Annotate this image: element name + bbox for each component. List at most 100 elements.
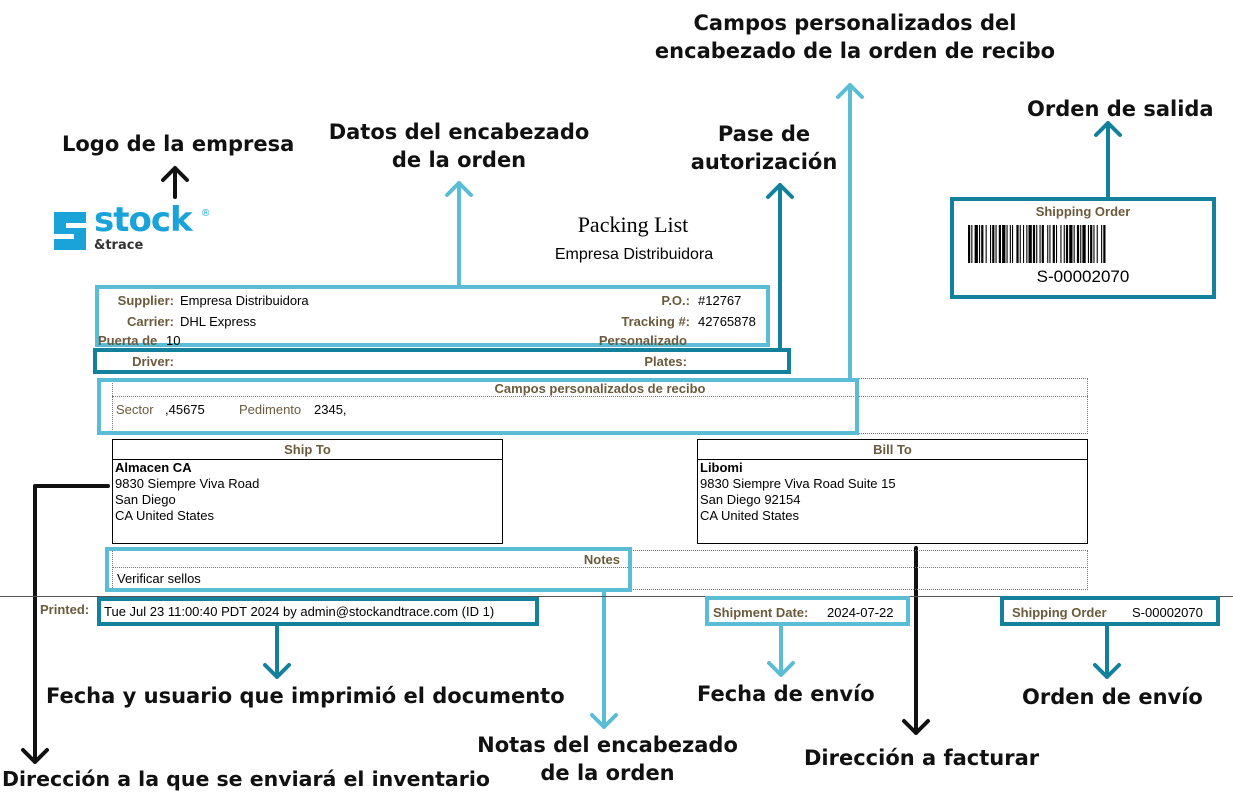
barcode-bar <box>979 225 981 263</box>
barcode-number: S-00002070 <box>1036 267 1130 286</box>
barcode-bar <box>1073 225 1075 263</box>
shipment-date-value: 2024-07-22 <box>827 605 894 620</box>
barcode-bar <box>1090 225 1093 263</box>
barcode-bar <box>1080 225 1082 263</box>
barcode-bar <box>1093 225 1095 263</box>
barcode-bar <box>1076 225 1080 263</box>
barcode-bar <box>1039 225 1041 263</box>
barcode-bar <box>1056 225 1058 263</box>
ship-to-line3: CA United States <box>115 508 214 523</box>
printed-box: Tue Jul 23 11:00:40 PDT 2024 by admin@st… <box>97 597 539 626</box>
ship-to-title: Ship To <box>113 440 502 460</box>
receipt-fields-title: Campos personalizados de recibo <box>494 381 706 396</box>
barcode-bar <box>998 225 1001 263</box>
barcode-bar <box>1069 225 1073 263</box>
barcode-bar <box>990 225 992 263</box>
door-label: Puerta de <box>98 333 158 348</box>
annotation-printed-by: Fecha y usuario que imprimió el document… <box>46 684 565 708</box>
receipt-fields-highlight <box>97 378 859 435</box>
carrier-label: Carrier: <box>127 314 174 329</box>
po-value: #12767 <box>698 293 742 308</box>
ship-to-box: Ship To Almacen CA 9830 Siempre Viva Roa… <box>112 439 503 544</box>
annotation-notes: Notas del encabezado de la orden <box>475 731 740 787</box>
barcode-bar <box>1041 225 1044 263</box>
annotation-notes-line1: Notas del encabezado <box>477 733 738 757</box>
logo-word: stock <box>94 200 193 240</box>
sector-value: ,45675 <box>165 402 205 417</box>
barcode-bar <box>1026 225 1028 263</box>
barcode-bar <box>1019 225 1021 263</box>
tracking-label: Tracking #: <box>621 314 690 329</box>
annotation-custom-fields-line2: encabezado de la orden de recibo <box>654 39 1056 63</box>
footer-rule <box>0 596 1233 597</box>
notes-divider <box>112 567 1088 568</box>
barcode-bar <box>1009 225 1011 263</box>
barcode-bar <box>1052 225 1055 263</box>
company-logo: stock ® &trace <box>52 200 222 256</box>
barcode-bar <box>1002 225 1006 263</box>
annotation-header-data-line1: Datos del encabezado <box>328 120 590 144</box>
sector-label: Sector <box>116 402 154 417</box>
barcode-bar <box>971 225 973 263</box>
document-title: Packing List <box>577 212 689 237</box>
document-company: Empresa Distribuidora <box>554 246 714 263</box>
supplier-label: Supplier: <box>117 293 174 308</box>
barcode-bar <box>1049 225 1051 263</box>
logo-registered-mark: ® <box>202 208 210 219</box>
barcode-bar <box>1016 225 1019 263</box>
pedimento-label: Pedimento <box>239 402 302 417</box>
shipping-order-box: Shipping Order S-00002070 <box>1000 596 1220 626</box>
pedimento-value: 2345, <box>314 402 347 417</box>
logo-mark-icon <box>54 212 86 250</box>
annotation-ship-order: Orden de envío <box>1022 685 1203 709</box>
custom-label: Personalizado <box>598 333 687 348</box>
supplier-value: Empresa Distribuidora <box>180 293 309 308</box>
barcode-bar <box>1006 225 1008 263</box>
plates-label: Plates: <box>644 354 687 369</box>
carrier-value: DHL Express <box>180 314 257 329</box>
barcode-bar <box>1060 225 1062 263</box>
annotation-pass: Pase de autorización <box>684 120 844 176</box>
annotation-header-data: Datos del encabezado de la orden <box>318 118 600 174</box>
shipping-order-value: S-00002070 <box>1132 605 1203 620</box>
annotation-exit-order: Orden de salida <box>1027 97 1214 121</box>
printed-value: Tue Jul 23 11:00:40 PDT 2024 by admin@st… <box>104 604 495 619</box>
barcode-image <box>968 225 1106 263</box>
bill-to-line2: San Diego 92154 <box>700 492 801 507</box>
annotation-custom-fields-line1: Campos personalizados del <box>693 11 1017 35</box>
barcode-bar <box>1096 225 1098 263</box>
shipment-date-box: Shipment Date: 2024-07-22 <box>705 596 910 626</box>
barcode-label: Shipping Order <box>1035 204 1131 219</box>
barcode-bar <box>968 225 971 263</box>
tracking-value: 42765878 <box>698 314 756 329</box>
barcode-bar <box>1082 225 1086 263</box>
annotation-pass-line2: autorización <box>690 150 838 174</box>
bill-to-line1: 9830 Siempre Viva Road Suite 15 <box>700 476 896 491</box>
annotation-header-data-line2: de la orden <box>391 148 527 172</box>
annotation-ship-address: Dirección a la que se enviará el inventa… <box>2 767 490 791</box>
notes-highlight <box>105 547 632 592</box>
printed-label: Printed: <box>40 602 90 617</box>
barcode-bar <box>974 225 978 263</box>
annotation-notes-line2: de la orden <box>540 761 675 785</box>
notes-title: Notes <box>583 552 620 567</box>
barcode-bar <box>1065 225 1069 263</box>
annotation-bill-address: Dirección a facturar <box>804 746 1040 770</box>
bill-to-title: Bill To <box>698 440 1087 460</box>
bill-to-box: Bill To Libomi 9830 Siempre Viva Road Su… <box>697 439 1088 544</box>
barcode-bar <box>1101 225 1103 263</box>
annotation-ship-date: Fecha de envío <box>697 682 875 706</box>
annotation-pass-line1: Pase de <box>717 122 811 146</box>
ship-to-line2: San Diego <box>115 492 176 507</box>
barcode-bar <box>985 225 987 263</box>
po-label: P.O.: <box>661 293 690 308</box>
ship-to-name: Almacen CA <box>115 460 192 475</box>
notes-text: Verificar sellos <box>117 571 201 586</box>
barcode-bar <box>1012 225 1014 263</box>
barcode-bar <box>1028 225 1032 263</box>
ship-to-line1: 9830 Siempre Viva Road <box>115 476 260 491</box>
logo-subtitle: &trace <box>94 238 144 253</box>
barcode-bar <box>1032 225 1036 263</box>
order-header-data <box>95 285 770 347</box>
